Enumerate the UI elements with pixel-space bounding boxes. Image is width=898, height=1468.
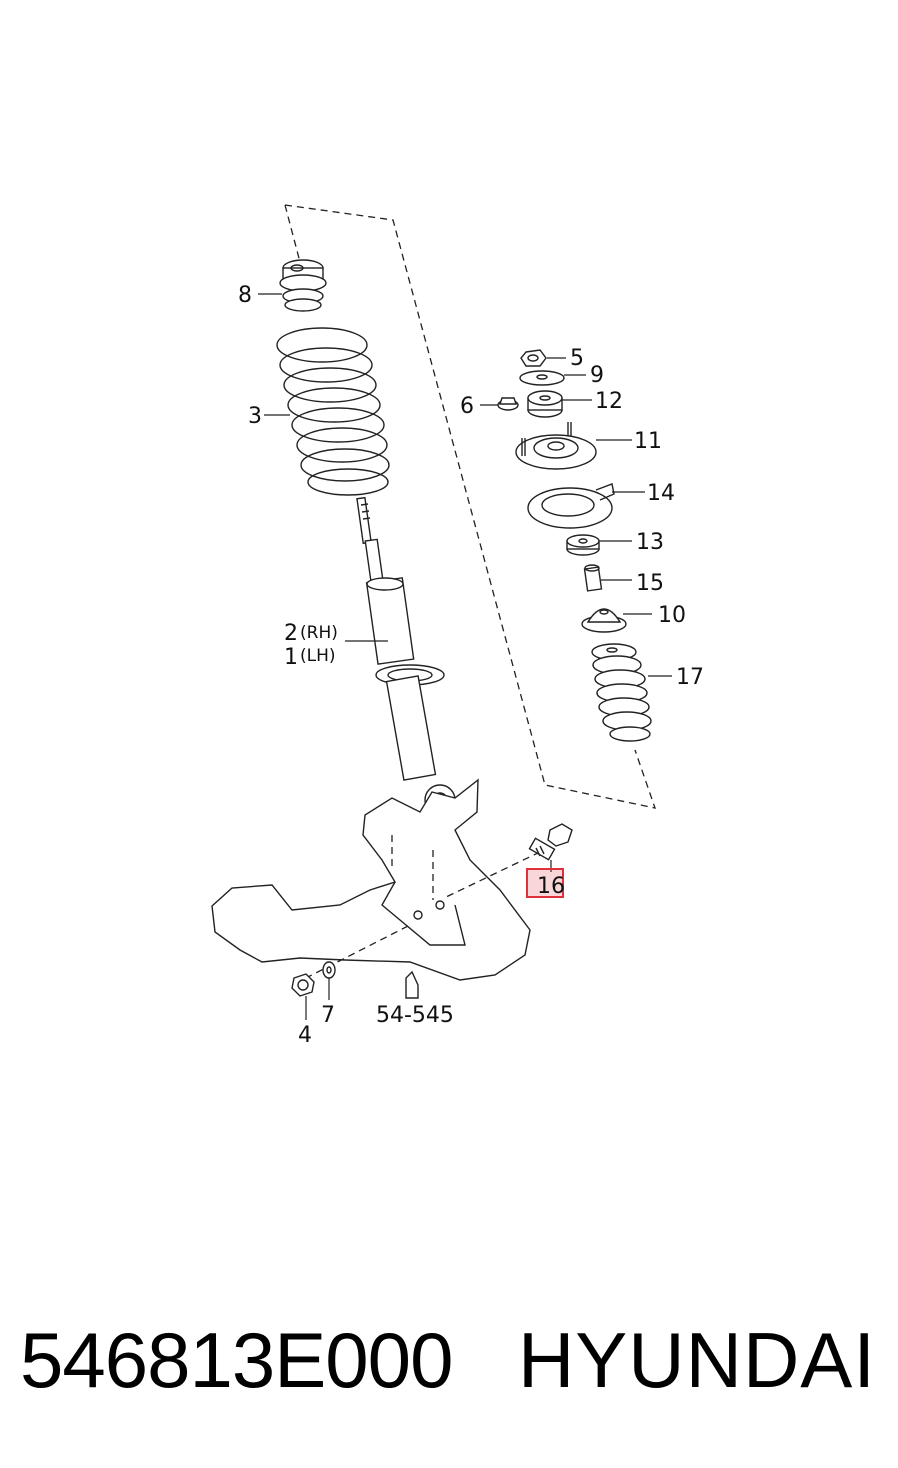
part-3-coil-spring [276,327,390,496]
part-17-bellows [591,643,652,742]
callout-1: 1 [284,645,298,670]
part-10-dust-cap [581,608,627,633]
callout-17: 17 [676,665,704,690]
callout-14: 14 [647,481,675,506]
bolt-axis-line [443,851,541,899]
part-1-2-shock-absorber [356,496,456,816]
callout-3: 3 [248,404,262,429]
assembly-group-outline-left [284,204,301,263]
callout-9: 9 [590,363,604,388]
part-8-bump-stopper [279,259,327,312]
callout-11: 11 [634,429,662,454]
reference-pointer-icon [405,970,419,999]
reference-label: 54-545 [376,1003,454,1028]
brand-name: HYUNDAI [517,1316,876,1404]
lower-control-arm [211,778,531,981]
part-7-washer [322,961,336,979]
callout-5: 5 [570,346,584,371]
callout-15: 15 [636,571,664,596]
part-11-strut-mount [515,422,597,470]
part-15-spacer [583,564,603,592]
callout-2: 2 [284,621,298,646]
part-14-spring-seat [527,483,615,529]
callout-16-highlight[interactable] [526,868,564,898]
part-number: 546813E000 [20,1316,453,1404]
part-9-washer [519,370,565,386]
assembly-group-outline [284,204,656,809]
label-rh: (RH) [300,623,338,643]
callout-7: 7 [321,1003,335,1028]
callout-6: 6 [460,394,474,419]
part-16-bolt [528,823,573,861]
part-5-nut [520,349,547,367]
part-13-insulator [566,534,600,556]
callout-4: 4 [298,1023,312,1048]
callout-16: 16 [537,874,565,899]
callout-8: 8 [238,283,252,308]
callout-13: 13 [636,530,664,555]
label-lh: (LH) [300,646,336,666]
part-12-bushing [527,390,563,418]
part-4-nut [291,973,315,997]
part-6-flange-nut [497,397,519,411]
callout-10: 10 [658,603,686,628]
footer: 546813E000 HYUNDAI [0,1310,898,1410]
nut-axis-line [301,925,409,981]
callout-12: 12 [595,389,623,414]
